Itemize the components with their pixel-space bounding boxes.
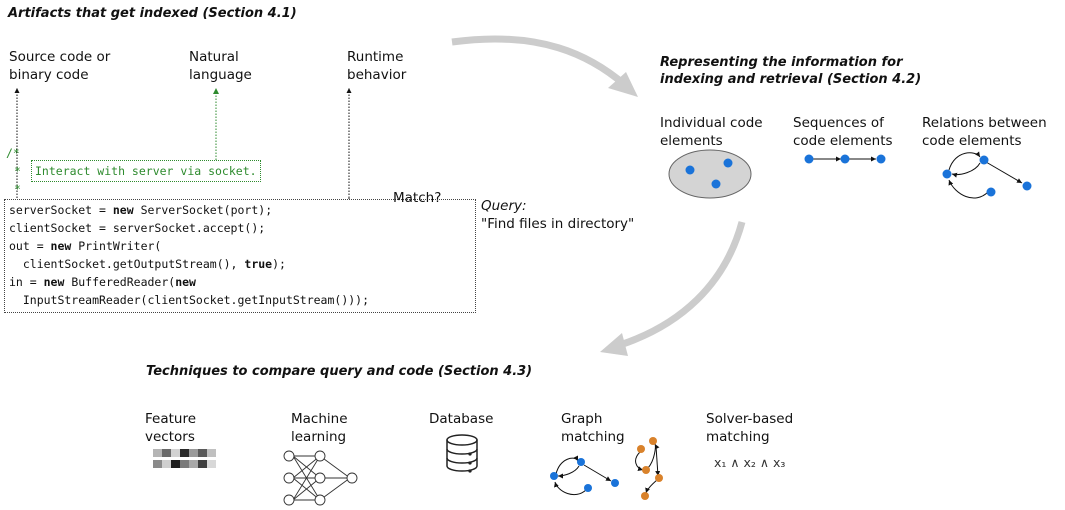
relations-graph-icon (948, 151, 1023, 199)
sequence-icon (804, 154, 886, 164)
code-snippet: serverSocket = new ServerSocket(port); c… (4, 199, 476, 313)
label-natural-language: Natural language (189, 49, 252, 83)
query-text: "Find files in directory" (481, 216, 635, 232)
comment-text: Interact with server via socket. (31, 160, 261, 182)
code-line: clientSocket = serverSocket.accept(); (9, 221, 266, 235)
neural-network-icon (283, 450, 358, 506)
flow-arrow-bottom (600, 221, 746, 356)
individual-elements-icon (668, 149, 752, 199)
solver-formula: x₁ ∧ x₂ ∧ x₃ (714, 455, 786, 470)
flow-arrow-top (451, 35, 638, 97)
label-database: Database (429, 411, 494, 427)
label-relations: Relations between code elements (922, 115, 1047, 149)
feature-vector-icon (153, 449, 216, 468)
representing-title-line1: Representing the information for (660, 55, 903, 70)
comment-star: * (14, 164, 21, 178)
label-runtime-behavior: Runtime behavior (347, 49, 407, 83)
match-label: Match? (393, 190, 442, 206)
code-line: out = new PrintWriter( (9, 239, 162, 253)
code-line: serverSocket = new ServerSocket(port); (9, 203, 273, 217)
techniques-title: Techniques to compare query and code (Se… (146, 364, 533, 379)
label-sequences: Sequences of code elements (793, 115, 893, 149)
code-line: in = new BufferedReader(new (9, 275, 196, 289)
comment-open: /* (6, 146, 20, 160)
query-label: Query: (481, 198, 527, 214)
label-feature-vectors: Feature vectors (145, 411, 197, 445)
label-solver-based-matching: Solver-based matching (706, 411, 794, 445)
graph-matching-blue-icon (554, 455, 612, 495)
graph-matching-orange-icon (635, 443, 661, 494)
label-individual-elements: Individual code elements (660, 115, 763, 149)
label-source-code: Source code or binary code (9, 49, 111, 83)
code-line: clientSocket.getOutputStream(), true); (9, 257, 286, 271)
comment-star-2: * (14, 182, 21, 196)
artifacts-title: Artifacts that get indexed (Section 4.1) (8, 6, 297, 21)
label-machine-learning: Machine learning (291, 411, 348, 445)
database-icon (446, 434, 478, 473)
code-line: InputStreamReader(clientSocket.getInputS… (9, 293, 370, 307)
representing-title-line2: indexing and retrieval (Section 4.2) (660, 72, 922, 87)
label-graph-matching: Graph matching (561, 411, 625, 445)
